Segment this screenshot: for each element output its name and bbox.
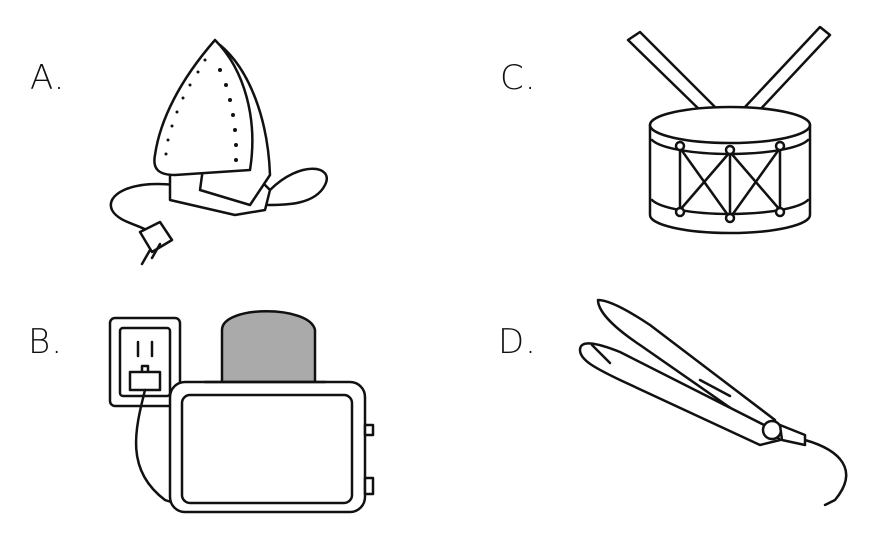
option-d-label: D. [498,322,537,362]
option-a-label: A. [30,58,66,98]
option-b-label: B. [28,322,64,362]
option-c-label: C. [500,58,537,98]
